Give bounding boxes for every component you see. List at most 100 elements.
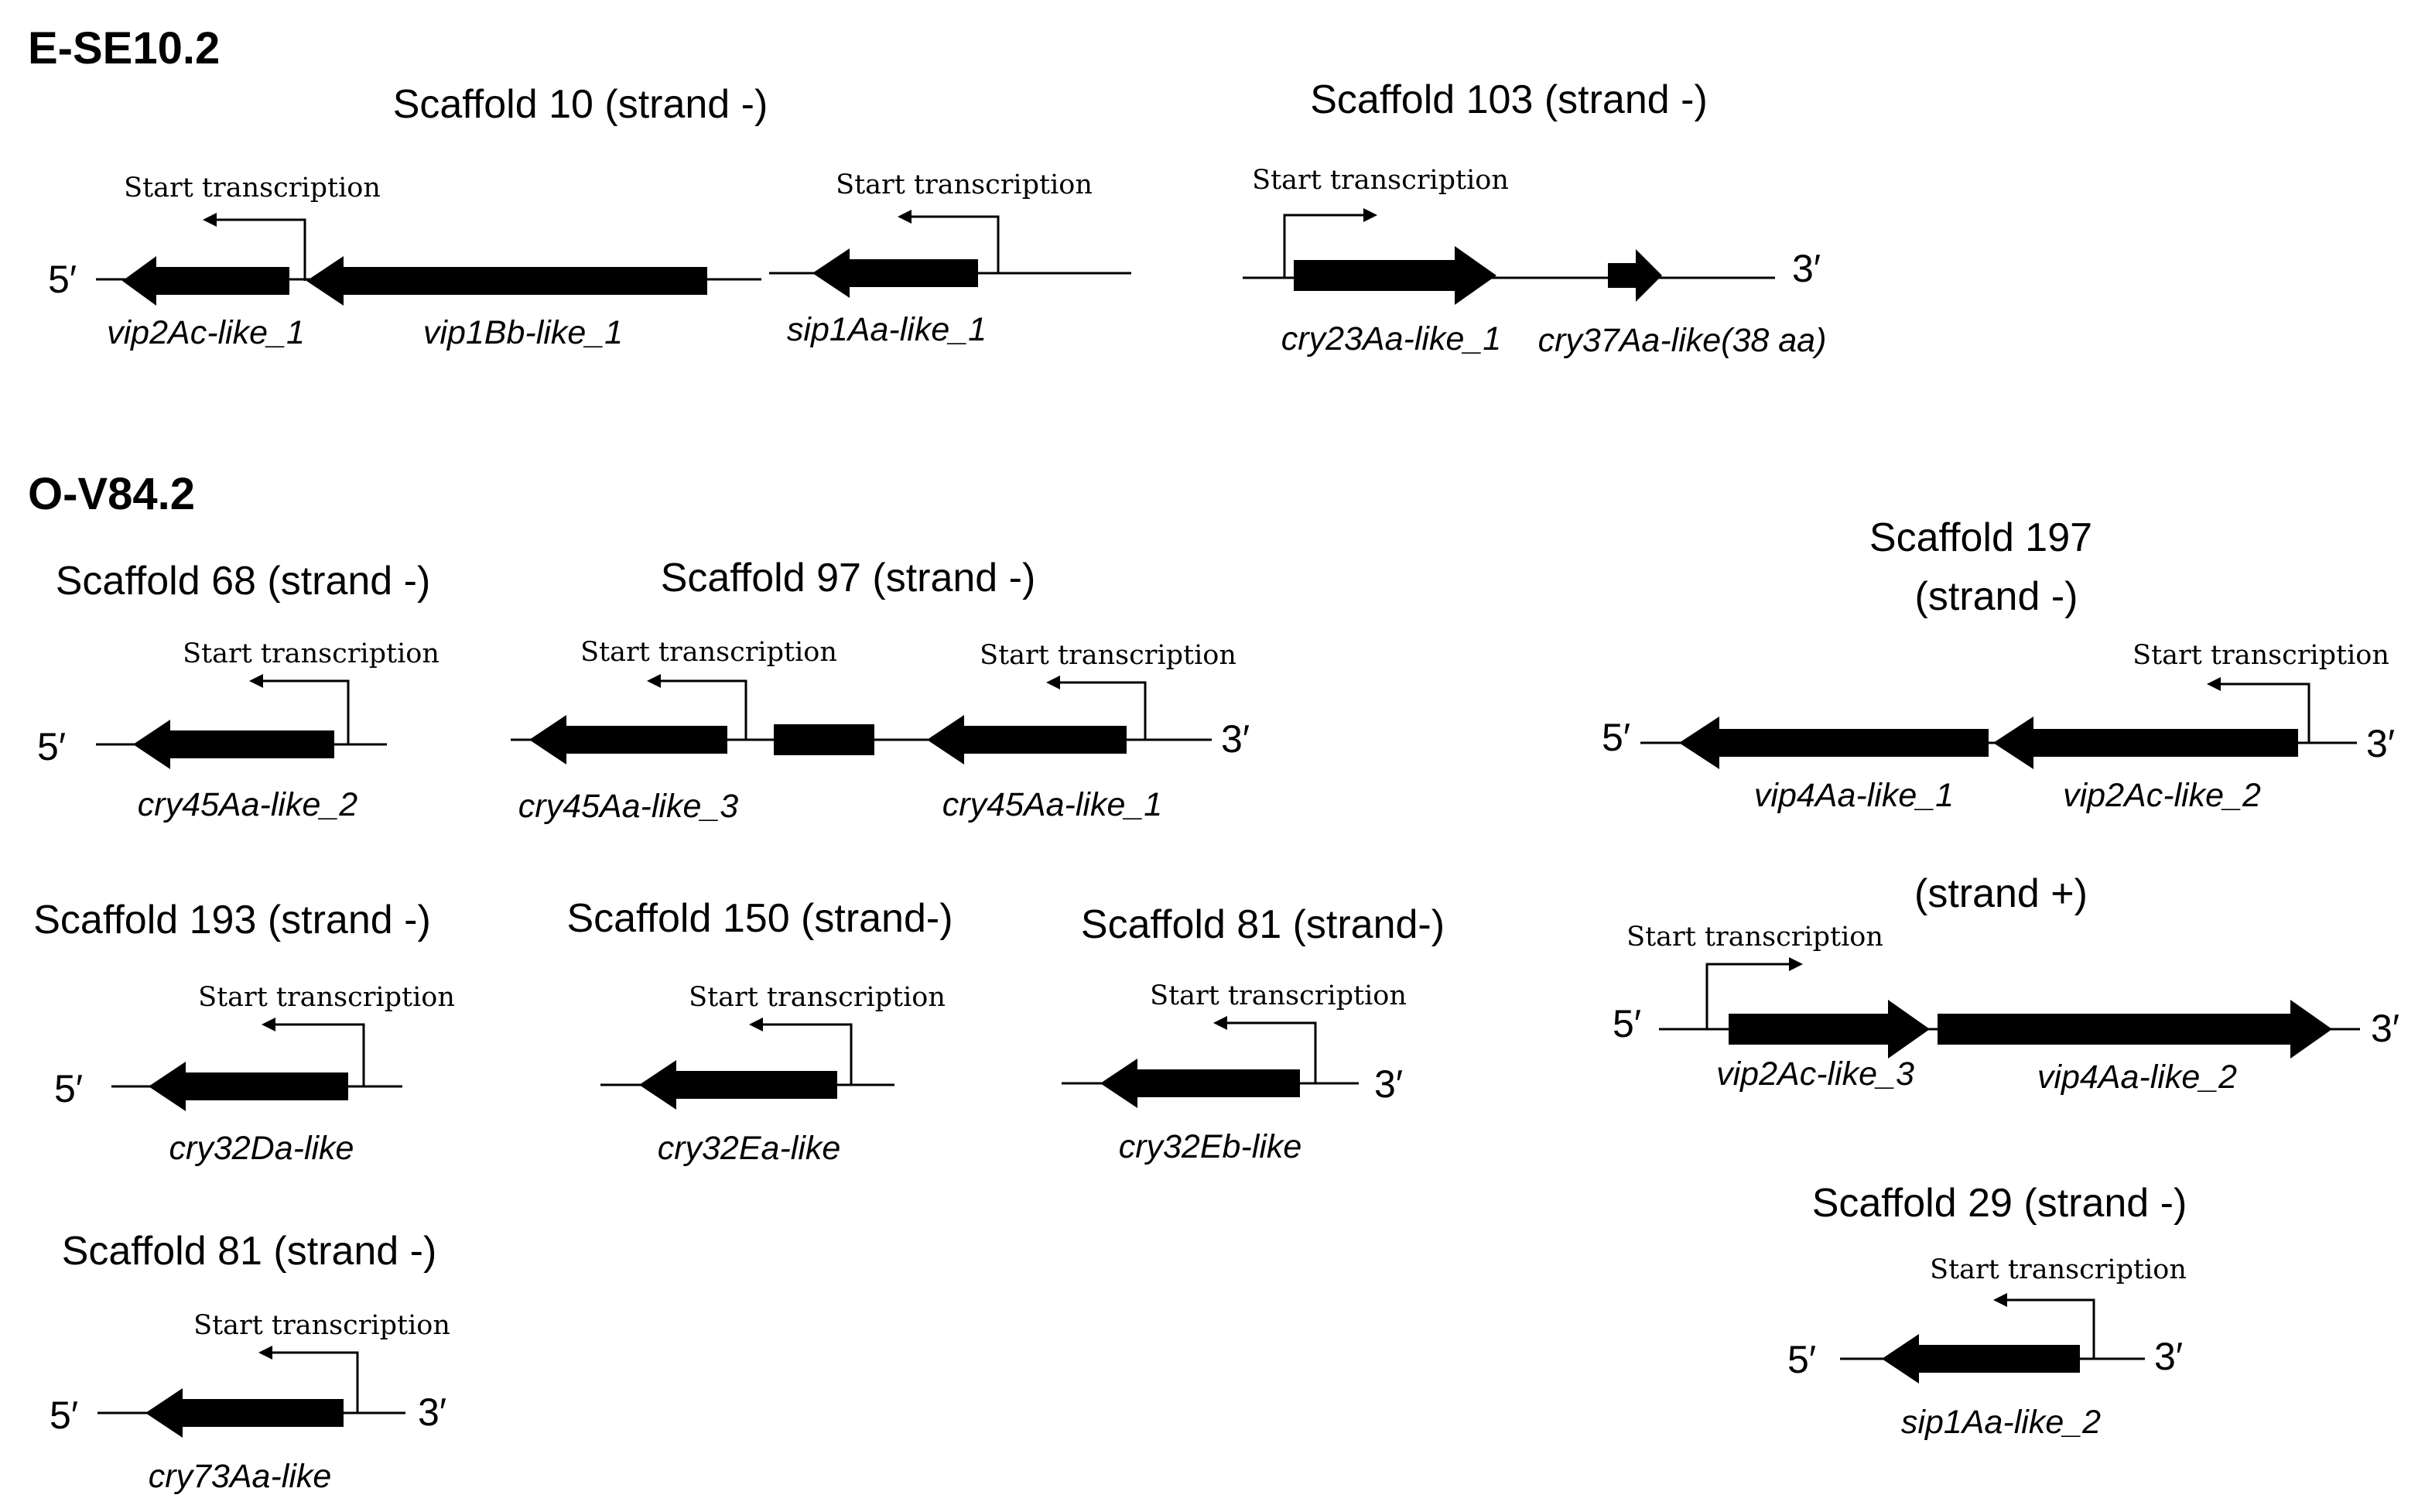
gene-label: cry23Aa-like_1 xyxy=(1281,320,1501,357)
scaffold-title: (strand +) xyxy=(1914,871,2088,916)
start-transcription-label: Start transcription xyxy=(836,169,1093,200)
gene-label: vip2Ac-like_3 xyxy=(1716,1055,1914,1093)
three-prime-label: 3′ xyxy=(1374,1062,1403,1106)
promoter-line xyxy=(272,1351,359,1413)
gene-arrow-shape xyxy=(639,1060,837,1110)
gene-label: vip4Aa-like_1 xyxy=(1754,777,1954,814)
five-prime-label: 5′ xyxy=(54,1067,83,1110)
five-prime-label: 5′ xyxy=(1787,1338,1816,1381)
gene-label: vip2Ac-like_2 xyxy=(2063,777,2261,814)
gene-arrow-shape xyxy=(927,715,1127,765)
start-transcription-label: Start transcription xyxy=(124,173,381,204)
gene-arrow-shape xyxy=(133,720,334,769)
gene-arrow-shape xyxy=(122,256,289,306)
promoter-line xyxy=(1227,1021,1317,1083)
start-transcription-label: Start transcription xyxy=(1252,165,1509,196)
gene-label: sip1Aa-like_1 xyxy=(787,311,987,348)
gene-label: cry32Eb-like xyxy=(1119,1128,1302,1165)
scaffold-title: Scaffold 81 (strand -) xyxy=(62,1229,437,1274)
promoter-arrowhead xyxy=(1363,208,1377,222)
gene-arrow-shape xyxy=(1729,1000,1930,1059)
gene-label: cry32Da-like xyxy=(169,1130,354,1167)
promoter-arrowhead xyxy=(749,1018,763,1031)
gene-shapes xyxy=(122,246,2332,1438)
promoter-arrowhead xyxy=(249,674,263,688)
five-prime-label: 5′ xyxy=(1613,1002,1641,1045)
gene-label: vip1Bb-like_1 xyxy=(423,314,623,351)
promoter-line xyxy=(1283,214,1363,278)
promoter-arrowhead xyxy=(2207,677,2221,691)
five-prime-label: 5′ xyxy=(48,258,77,301)
five-prime-label: 5′ xyxy=(50,1394,78,1437)
scaffold-title: Scaffold 10 (strand -) xyxy=(393,82,768,127)
section-ov: O-V84.2 xyxy=(28,469,195,519)
promoter-line xyxy=(763,1023,853,1085)
start-transcription-label: Start transcription xyxy=(183,638,440,669)
scaffold-title: Scaffold 193 (strand -) xyxy=(33,898,431,942)
gene-label: cry45Aa-like_2 xyxy=(138,786,357,823)
gene-arrow-shape xyxy=(812,248,978,298)
gene-label: vip4Aa-like_2 xyxy=(2037,1059,2237,1096)
scaffold-title: Scaffold 150 (strand-) xyxy=(566,896,953,941)
gene-arrow-shape xyxy=(1882,1334,2080,1384)
promoter-line xyxy=(2007,1298,2095,1359)
promoter-line xyxy=(217,218,306,281)
gene-label: cry37Aa-like(38 aa) xyxy=(1538,322,1827,359)
section-ese: E-SE10.2 xyxy=(28,23,220,74)
gene-label: sip1Aa-like_2 xyxy=(1901,1404,2101,1441)
three-prime-label: 3′ xyxy=(418,1391,446,1434)
gene-arrow-shape xyxy=(1679,717,1989,769)
three-prime-label: 3′ xyxy=(1221,717,1250,761)
scaffold-title: Scaffold 103 (strand -) xyxy=(1310,77,1708,122)
promoter-arrowhead xyxy=(1046,676,1060,689)
promoter-line xyxy=(263,679,350,744)
gene-label: vip2Ac-like_1 xyxy=(107,314,305,351)
promoter-arrowhead xyxy=(1213,1016,1227,1030)
gene-arrow-shape xyxy=(1100,1059,1300,1108)
scaffold-title: Scaffold 197 xyxy=(1869,515,2092,560)
start-transcription-label: Start transcription xyxy=(980,640,1236,671)
gene-arrow-shape xyxy=(1938,1000,2332,1059)
promoter-arrowhead xyxy=(203,213,217,227)
three-prime-label: 3′ xyxy=(2366,722,2395,765)
gene-label: cry45Aa-like_1 xyxy=(942,786,1162,823)
three-prime-label: 3′ xyxy=(2154,1335,2183,1378)
promoter-arrowhead xyxy=(1993,1293,2007,1307)
gene-label: cry32Ea-like xyxy=(658,1130,841,1167)
promoter-line xyxy=(2221,682,2310,743)
three-prime-label: 3′ xyxy=(1792,247,1821,290)
start-transcription-label: Start transcription xyxy=(1150,980,1407,1011)
scaffold-title: (strand -) xyxy=(1915,574,2078,619)
start-transcription-label: Start transcription xyxy=(193,1310,450,1341)
scaffold-title: Scaffold 81 (strand-) xyxy=(1081,902,1445,947)
promoter-line xyxy=(1060,681,1147,740)
start-transcription-label: Start transcription xyxy=(1930,1254,2187,1285)
scaffold-title: Scaffold 97 (strand -) xyxy=(661,556,1036,600)
gene-arrow-shape xyxy=(145,1388,344,1438)
five-prime-label: 5′ xyxy=(37,725,66,768)
gene-label: cry73Aa-like xyxy=(149,1458,332,1495)
gene-arrow-shape xyxy=(529,715,727,765)
three-prime-label: 3′ xyxy=(2371,1007,2399,1050)
promoter-line xyxy=(1705,963,1789,1029)
promoter-arrowhead xyxy=(258,1346,272,1360)
gene-arrow-shape xyxy=(1993,717,2298,769)
scaffold-title: Scaffold 29 (strand -) xyxy=(1812,1181,2187,1226)
promoter-arrowhead xyxy=(898,210,912,224)
gene-arrow-shape xyxy=(149,1062,348,1111)
promoter-arrowhead xyxy=(1789,957,1803,971)
gene-arrow-shape xyxy=(306,256,707,306)
gene-block-shape xyxy=(774,724,874,755)
five-prime-label: 5′ xyxy=(1602,716,1630,759)
promoter-line xyxy=(912,215,1000,273)
gene-arrow-shape xyxy=(1294,246,1496,305)
promoter-arrowhead xyxy=(647,674,661,688)
gene-arrow-shape xyxy=(1608,249,1662,302)
scaffold-title: Scaffold 68 (strand -) xyxy=(56,559,431,604)
promoter-line xyxy=(275,1023,365,1086)
promoters xyxy=(203,208,2310,1413)
start-transcription-label: Start transcription xyxy=(689,982,946,1013)
promoter-line xyxy=(661,679,747,740)
start-transcription-label: Start transcription xyxy=(198,982,455,1013)
